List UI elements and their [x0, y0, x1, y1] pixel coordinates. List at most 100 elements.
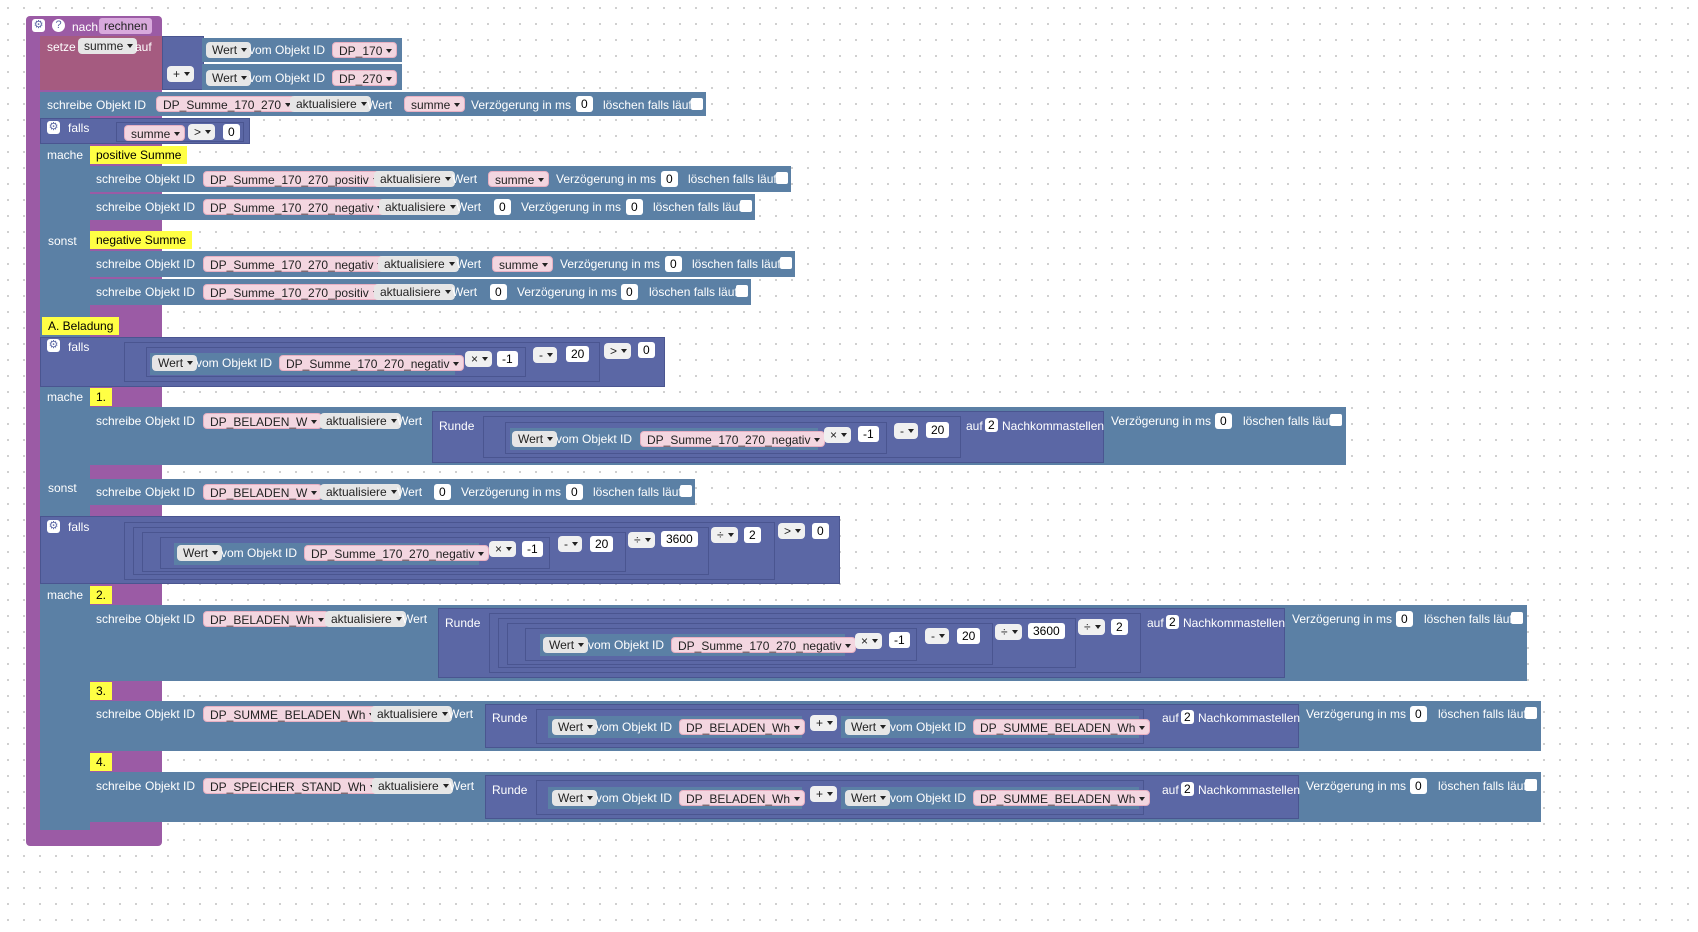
update-mode-dropdown[interactable]: aktualisiere — [374, 171, 455, 187]
object-id-dropdown[interactable]: DP_Summe_170_270_positiv — [203, 171, 384, 187]
clear-running-checkbox[interactable] — [740, 200, 752, 212]
math-operator-dropdown[interactable]: + — [810, 786, 838, 802]
math-operator-dropdown[interactable]: ÷ — [1078, 619, 1105, 635]
gear-icon[interactable]: ⚙ — [32, 19, 45, 32]
decimals-field[interactable]: 2 — [1166, 615, 1179, 629]
math-operator-dropdown[interactable]: - — [558, 536, 582, 552]
delay-input[interactable]: 0 — [1410, 778, 1427, 794]
delay-input[interactable]: 0 — [621, 284, 638, 300]
wert-dropdown[interactable]: Wert — [206, 70, 252, 86]
object-id-dropdown[interactable]: DP_SUMME_BELADEN_Wh — [973, 719, 1151, 735]
function-name-field[interactable]: rechnen — [99, 18, 153, 34]
value-variable-dropdown[interactable]: summe — [488, 171, 550, 187]
decimals-field[interactable]: 2 — [1181, 782, 1194, 796]
clear-running-checkbox[interactable] — [1511, 612, 1523, 624]
number-field[interactable]: 20 — [957, 628, 981, 644]
math-operator-dropdown[interactable]: × — [489, 541, 517, 557]
gear-icon[interactable]: ⚙ — [47, 339, 60, 352]
wert-dropdown[interactable]: Wert — [543, 637, 589, 653]
set-variable-dropdown[interactable]: summe — [78, 38, 138, 54]
number-field[interactable]: 3600 — [1028, 623, 1065, 639]
value-variable-dropdown[interactable]: summe — [492, 256, 554, 272]
object-id-dropdown[interactable]: DP_BELADEN_W — [203, 413, 323, 429]
math-operator-dropdown[interactable]: + — [810, 715, 838, 731]
comment-block[interactable]: 4. — [90, 753, 113, 771]
number-field[interactable]: -1 — [889, 632, 910, 648]
comment-block[interactable]: positive Summe — [90, 146, 188, 164]
delay-input[interactable]: 0 — [566, 484, 583, 500]
object-id-dropdown[interactable]: DP_Summe_170_270_positiv — [203, 284, 384, 300]
update-mode-dropdown[interactable]: aktualisiere — [374, 284, 455, 300]
object-id-dropdown[interactable]: DP_BELADEN_W — [203, 484, 323, 500]
delay-input[interactable]: 0 — [665, 256, 682, 272]
delay-input[interactable]: 0 — [661, 171, 678, 187]
clear-running-checkbox[interactable] — [680, 485, 692, 497]
wert-dropdown[interactable]: Wert — [206, 42, 252, 58]
number-field[interactable]: -1 — [497, 351, 518, 367]
number-field[interactable]: 3600 — [661, 531, 698, 547]
math-operator-dropdown[interactable]: ÷ — [628, 532, 655, 548]
wert-dropdown[interactable]: Wert — [552, 719, 598, 735]
value-number-field[interactable]: 0 — [434, 484, 451, 500]
wert-dropdown[interactable]: Wert — [552, 790, 598, 806]
object-id-dropdown[interactable]: DP_BELADEN_Wh — [203, 611, 330, 627]
math-operator-dropdown[interactable]: ÷ — [995, 624, 1022, 640]
variable-dropdown[interactable]: summe — [124, 125, 186, 141]
number-field[interactable]: 20 — [566, 346, 590, 362]
object-id-dropdown[interactable]: DP_Summe_170_270_negativ — [671, 637, 857, 653]
number-field[interactable]: 0 — [223, 124, 240, 140]
math-operator-dropdown[interactable]: - — [533, 347, 557, 363]
object-id-dropdown[interactable]: DP_Summe_170_270_negativ — [203, 199, 389, 215]
clear-running-checkbox[interactable] — [691, 98, 703, 110]
math-operator-dropdown[interactable]: × — [824, 427, 852, 443]
object-id-dropdown[interactable]: DP_Summe_170_270_negativ — [279, 355, 465, 371]
decimals-field[interactable]: 2 — [985, 418, 998, 432]
clear-running-checkbox[interactable] — [1330, 414, 1342, 426]
number-field[interactable]: 2 — [1111, 619, 1128, 635]
number-field[interactable]: 0 — [638, 342, 655, 358]
value-number-field[interactable]: 0 — [490, 284, 507, 300]
clear-running-checkbox[interactable] — [736, 285, 748, 297]
update-mode-dropdown[interactable]: aktualisiere — [378, 256, 459, 272]
decimals-field[interactable]: 2 — [1181, 710, 1194, 724]
help-icon[interactable]: ? — [52, 19, 65, 32]
clear-running-checkbox[interactable] — [1525, 707, 1537, 719]
number-field[interactable]: -1 — [858, 426, 879, 442]
number-field[interactable]: 20 — [926, 422, 950, 438]
update-mode-dropdown[interactable]: aktualisiere — [372, 778, 453, 794]
object-id-dropdown[interactable]: DP_Summe_170_270_negativ — [304, 545, 490, 561]
sum-operator-dropdown[interactable]: + — [167, 66, 195, 82]
value-variable-dropdown[interactable]: summe — [404, 96, 466, 112]
object-id-dropdown[interactable]: DP_270 — [332, 70, 398, 86]
compare-operator-dropdown[interactable]: > — [778, 523, 806, 539]
object-id-dropdown[interactable]: DP_170 — [332, 42, 398, 58]
value-number-field[interactable]: 0 — [494, 199, 511, 215]
number-field[interactable]: -1 — [522, 541, 543, 557]
object-id-dropdown[interactable]: DP_Summe_170_270 — [156, 96, 297, 112]
object-id-dropdown[interactable]: DP_SUMME_BELADEN_Wh — [973, 790, 1151, 806]
math-operator-dropdown[interactable]: - — [925, 628, 949, 644]
object-id-dropdown[interactable]: DP_Summe_170_270_negativ — [640, 431, 826, 447]
math-operator-dropdown[interactable]: × — [855, 633, 883, 649]
math-operator-dropdown[interactable]: - — [894, 423, 918, 439]
update-mode-dropdown[interactable]: aktualisiere — [320, 484, 401, 500]
delay-input[interactable]: 0 — [1396, 611, 1413, 627]
math-operator-dropdown[interactable]: ÷ — [711, 527, 738, 543]
wert-dropdown[interactable]: Wert — [177, 545, 223, 561]
comment-block[interactable]: A. Beladung — [42, 317, 120, 335]
update-mode-dropdown[interactable]: aktualisiere — [320, 413, 401, 429]
compare-operator-dropdown[interactable]: > — [188, 124, 216, 140]
comment-block[interactable]: 1. — [90, 388, 113, 406]
write-block[interactable] — [40, 92, 706, 116]
comment-block[interactable]: 2. — [90, 586, 113, 604]
gear-icon[interactable]: ⚙ — [47, 520, 60, 533]
clear-running-checkbox[interactable] — [776, 172, 788, 184]
delay-input[interactable]: 0 — [626, 199, 643, 215]
clear-running-checkbox[interactable] — [780, 257, 792, 269]
math-operator-dropdown[interactable]: × — [465, 351, 493, 367]
update-mode-dropdown[interactable]: aktualisiere — [379, 199, 460, 215]
clear-running-checkbox[interactable] — [1525, 779, 1537, 791]
comment-block[interactable]: 3. — [90, 682, 113, 700]
comment-block[interactable]: negative Summe — [90, 231, 193, 249]
wert-dropdown[interactable]: Wert — [845, 719, 891, 735]
